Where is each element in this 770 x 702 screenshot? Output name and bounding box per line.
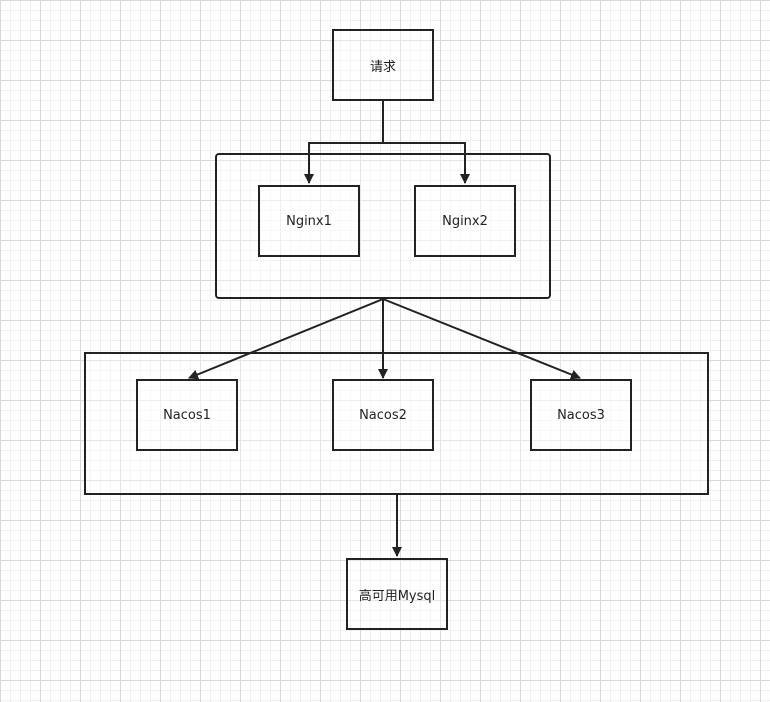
nacos2-node-label: Nacos2 — [359, 407, 407, 423]
mysql-node-label: 高可用Mysql — [358, 588, 436, 604]
nginx2-node-label: Nginx2 — [442, 213, 488, 229]
mysql-node[interactable]: 高可用Mysql — [346, 558, 448, 630]
nacos1-node-label: Nacos1 — [163, 407, 211, 423]
request-node-label: 请求 — [369, 59, 396, 75]
nacos3-node[interactable]: Nacos3 — [530, 379, 632, 451]
nacos3-node-label: Nacos3 — [557, 407, 605, 423]
request-node[interactable]: 请求 — [332, 29, 434, 101]
nginx2-node[interactable]: Nginx2 — [414, 185, 516, 257]
nginx1-node-label: Nginx1 — [286, 213, 332, 229]
nacos2-node[interactable]: Nacos2 — [332, 379, 434, 451]
nginx1-node[interactable]: Nginx1 — [258, 185, 360, 257]
nacos1-node[interactable]: Nacos1 — [136, 379, 238, 451]
